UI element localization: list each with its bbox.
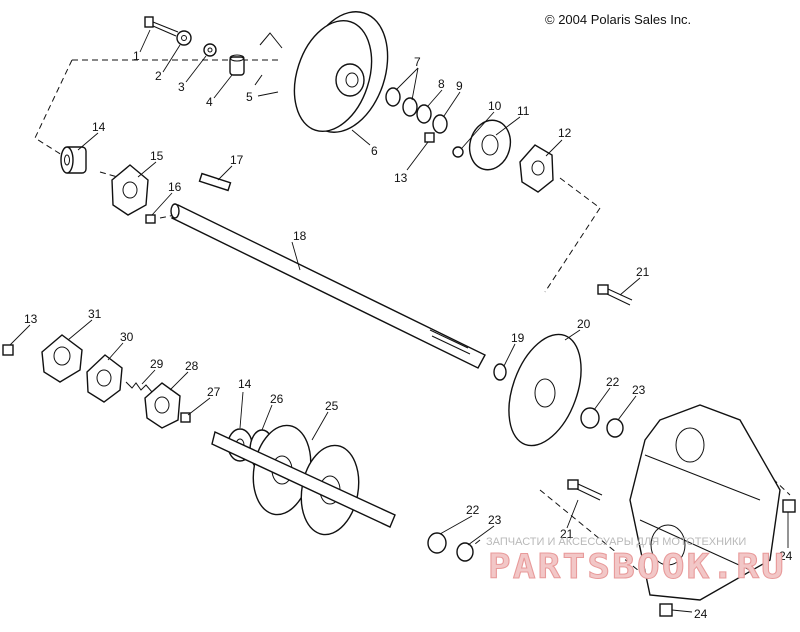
part-2-washer: [176, 30, 192, 46]
label-23-lower: 23: [488, 513, 502, 527]
assembly-dash-line-upper: [34, 59, 280, 156]
part-10-washer: [452, 146, 464, 158]
part-23-seal-lower: [456, 542, 474, 562]
part-14-bearing-upper: [60, 146, 87, 174]
label-30: 30: [120, 330, 134, 344]
part-18-drive-shaft: [170, 203, 486, 369]
label-8: 8: [438, 77, 445, 91]
part-11-bearing-plate: [468, 119, 512, 171]
watermark: ЗАПЧАСТИ И АКСЕССУАРЫ ДЛЯ МОТОТЕХНИКИ PA…: [486, 536, 786, 588]
label-22-mid: 22: [606, 375, 620, 389]
label-19: 19: [511, 331, 525, 345]
part-5-driven-sprocket: [254, 11, 389, 133]
label-15: 15: [150, 149, 164, 163]
label-21-upper: 21: [636, 265, 650, 279]
label-29: 29: [150, 357, 164, 371]
label-11: 11: [517, 104, 530, 118]
label-25: 25: [325, 399, 339, 413]
label-23-mid: 23: [632, 383, 646, 397]
part-13-nut-upper: [424, 132, 435, 143]
label-24-right: 24: [779, 549, 793, 563]
label-22-lower: 22: [466, 503, 480, 517]
label-6: 6: [371, 144, 378, 158]
part-20-brake-disc: [508, 333, 582, 447]
label-24-bottom: 24: [694, 607, 708, 621]
label-27: 27: [207, 385, 221, 399]
part-1-bolt: [144, 16, 179, 37]
part-7-o-ring: [385, 87, 418, 117]
label-14-lower: 14: [238, 377, 252, 391]
part-17-key: [198, 172, 232, 192]
part-21-bolt-lower: [567, 479, 603, 501]
part-31-bearing-flange: [41, 334, 83, 383]
label-1: 1: [133, 49, 140, 63]
label-3: 3: [178, 80, 185, 94]
label-9: 9: [456, 79, 463, 93]
label-4: 4: [206, 95, 213, 109]
part-29-spring: [125, 381, 157, 393]
part-3-washer: [203, 43, 217, 57]
watermark-logo: PARTSBOOK.RU: [488, 547, 786, 587]
part-4-spacer: [229, 54, 245, 76]
assembly-dash-line-right: [544, 177, 601, 293]
copyright-notice: © 2004 Polaris Sales Inc.: [545, 12, 692, 27]
label-18: 18: [293, 229, 307, 243]
label-28: 28: [185, 359, 199, 373]
part-30-gasket: [86, 354, 123, 403]
part-16-bolt: [145, 214, 156, 224]
part-number-labels: 1 2 3 4 5 6 7 8 9 10 11 12 13 14 15 16 1…: [24, 49, 793, 621]
part-15-bearing-flange: [111, 164, 149, 216]
label-7: 7: [414, 55, 421, 69]
part-13-nut-lower: [2, 344, 14, 356]
label-16: 16: [168, 180, 182, 194]
watermark-caption: ЗАПЧАСТИ И АКСЕССУАРЫ ДЛЯ МОТОТЕХНИКИ: [486, 536, 746, 548]
label-5: 5: [246, 90, 253, 104]
part-12-flange: [519, 144, 554, 193]
label-20: 20: [577, 317, 591, 331]
part-22-bearing-mid: [580, 407, 600, 429]
chaincase-housing: [629, 404, 781, 601]
label-2: 2: [155, 69, 162, 83]
label-26: 26: [270, 392, 284, 406]
part-21-bolt-upper: [597, 284, 633, 306]
label-14-upper: 14: [92, 120, 106, 134]
part-25-track-drive-sprockets: [211, 424, 396, 536]
part-22-bearing-lower: [427, 532, 447, 554]
part-28-bearing-flange: [144, 382, 181, 429]
label-12: 12: [558, 126, 572, 140]
label-13-lower: 13: [24, 312, 38, 326]
part-24-nut-right: [782, 499, 796, 513]
leader-lines: [9, 29, 789, 613]
part-8-seal: [416, 104, 432, 124]
label-21-lower: 21: [560, 527, 574, 541]
label-13-upper: 13: [394, 171, 408, 185]
label-31: 31: [88, 307, 102, 321]
part-24-nut-bottom: [659, 603, 673, 617]
part-23-seal-mid: [606, 418, 624, 438]
part-19-snap-ring: [493, 363, 507, 381]
part-27-nut: [180, 412, 191, 423]
label-10: 10: [488, 99, 502, 113]
part-9-retainer-ring: [432, 114, 448, 134]
label-17: 17: [230, 153, 244, 167]
